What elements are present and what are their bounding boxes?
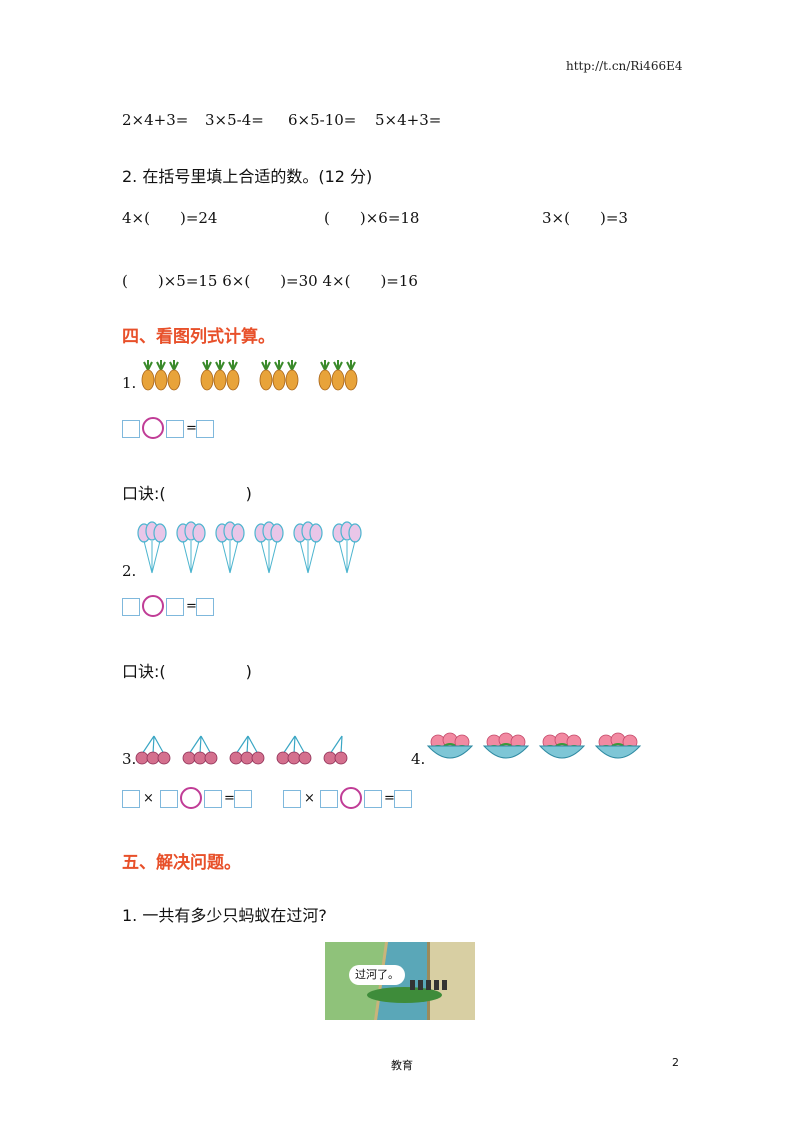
footer-center: 教育 [391,1059,413,1072]
balloon-bunch [332,521,362,574]
equals-sign: = [186,599,197,614]
answer-box[interactable] [364,790,382,808]
pineapple [167,360,181,391]
answer-box[interactable] [122,790,140,808]
pineapple [200,360,214,391]
equals-sign: = [186,421,197,436]
q2-item-2: ( )×6=18 [324,209,420,227]
answer-box[interactable] [394,790,412,808]
calc-2: 3×5-4= [205,111,264,129]
problem-4-number: 4. [411,750,426,768]
pineapple [141,360,155,391]
operator-circle[interactable] [340,787,362,809]
peach-bowl [482,732,530,759]
balloon-bunch [176,521,206,574]
peach-bowl [538,732,586,759]
ants-crossing-picture: 过河了。 [325,942,475,1020]
speech-bubble: 过河了。 [349,965,405,985]
pineapple [259,360,273,391]
problem-3-number: 3. [122,750,137,768]
pineapple [331,360,345,391]
operator-circle[interactable] [142,417,164,439]
problem-2-number: 2. [122,562,137,580]
operator-circle[interactable] [180,787,202,809]
answer-box[interactable] [234,790,252,808]
answer-box[interactable] [166,420,184,438]
balloon-bunch [137,521,167,574]
pineapple [213,360,227,391]
koujue-1: 口诀:( ) [122,484,252,503]
calc-1: 2×4+3= [122,111,189,129]
equals-sign: = [224,791,235,806]
times-sign: × [304,791,315,806]
q2-item-1: 4×( )=24 [122,209,218,227]
equals-sign: = [384,791,395,806]
balloon-bunch [215,521,245,574]
peach-bowl [594,732,642,759]
answer-box[interactable] [320,790,338,808]
q2-row-2: ( )×5=15 6×( )=30 4×( )=16 [122,272,418,290]
answer-box[interactable] [196,420,214,438]
answer-box[interactable] [166,598,184,616]
pineapple-icon [141,360,358,391]
problem-5-1: 1. 一共有多少只蚂蚁在过河? [122,906,327,925]
operator-circle[interactable] [142,595,164,617]
answer-box[interactable] [204,790,222,808]
calc-4: 5×4+3= [375,111,442,129]
cherry-bunch [182,735,218,765]
cherry-bunch [135,735,171,765]
q2-item-3: 3×( )=3 [542,209,628,227]
cherry-icon [135,735,348,765]
peach-bowl [426,732,474,759]
pineapple [344,360,358,391]
cherry-bunch [323,735,348,765]
answer-box[interactable] [160,790,178,808]
calc-3: 6×5-10= [288,111,357,129]
answer-box[interactable] [283,790,301,808]
cherry-bunch [229,735,265,765]
peach-bowl-icon [426,732,642,759]
balloon-icon [137,521,362,574]
page-number: 2 [672,1056,679,1069]
balloon-bunch [293,521,323,574]
answer-box[interactable] [122,598,140,616]
balloon-bunch [254,521,284,574]
pineapple [226,360,240,391]
problem-1-number: 1. [122,374,137,392]
answer-box[interactable] [196,598,214,616]
pineapple [318,360,332,391]
pineapple [272,360,286,391]
section-4-title: 四、看图列式计算。 [122,327,275,347]
ant-icon [410,980,450,990]
source-url: http://t.cn/Ri466E4 [566,59,683,73]
pineapple [154,360,168,391]
koujue-2: 口诀:( ) [122,662,252,681]
q2-title: 2. 在括号里填上合适的数。(12 分) [122,167,373,186]
pineapple [285,360,299,391]
times-sign: × [143,791,154,806]
cherry-bunch [276,735,312,765]
answer-box[interactable] [122,420,140,438]
section-5-title: 五、解决问题。 [122,853,241,873]
